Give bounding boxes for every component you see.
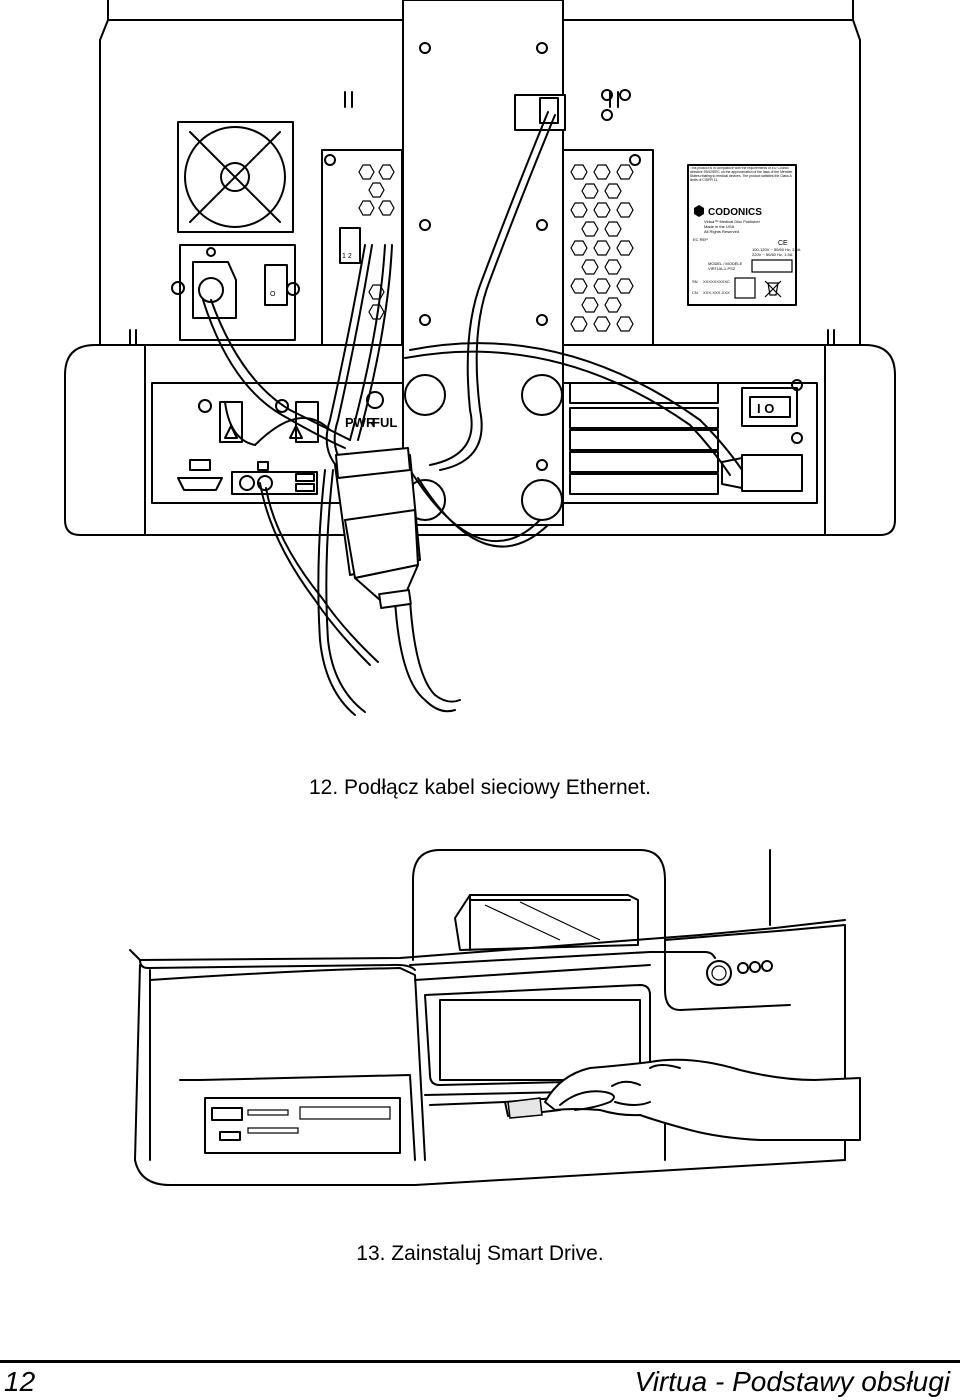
model-label: MODEL / MODÈLE [708,261,743,266]
port-numbers: 1 2 [342,253,352,260]
document-title: Virtua - Podstawy obsługi [634,1366,950,1397]
hand-inserting-drive [544,1058,861,1141]
cables [202,111,743,716]
compliance-text: This product is in compliance with the r… [690,167,793,182]
ec-rep: EC REP [693,237,708,242]
caption-step-13: 13. Zainstaluj Smart Drive. [356,1242,604,1265]
power-rating-1: 100-120V ~ 50/60 Hz, 3.5A [752,247,801,252]
product-origin: Made in the USA [704,224,735,229]
page-number: 12 [4,1366,36,1397]
footer-rule [0,1360,960,1363]
product-rights: All Rights Reserved [704,229,739,234]
cn-label: CN [692,290,698,295]
figure-rear-cabling: O 1 2 This product is in compliance with… [64,0,896,716]
power-rating-2: 220V ~ 50/60 Hz, 1.5A [752,252,793,257]
cn-value: XXX-XXX-XXX [703,290,730,295]
ful-indicator-label: FUL [372,415,397,430]
brand-name: CODONICS [708,207,762,218]
ce-mark: CE [778,240,788,247]
product-label: This product is in compliance with the r… [687,164,801,306]
caption-step-12: 12. Podłącz kabel sieciowy Ethernet. [308,776,652,799]
sn-label: SN [692,279,698,284]
smart-drive-illustration [129,849,861,1186]
product-name: Virtua™ Medical Disc Publisher [704,219,761,224]
power-switch-label: I O [757,401,774,416]
rear-cabling-illustration: O 1 2 This product is in compliance with… [64,0,896,716]
hex-vents-left [358,164,395,320]
svg-text:O: O [270,291,276,298]
model-value: VIRTUA-1-PS2 [708,266,736,271]
figure-install-smart-drive [0,840,960,1240]
sn-value: XXXXXXXXXC [703,279,730,284]
hex-vents-right [570,164,634,332]
